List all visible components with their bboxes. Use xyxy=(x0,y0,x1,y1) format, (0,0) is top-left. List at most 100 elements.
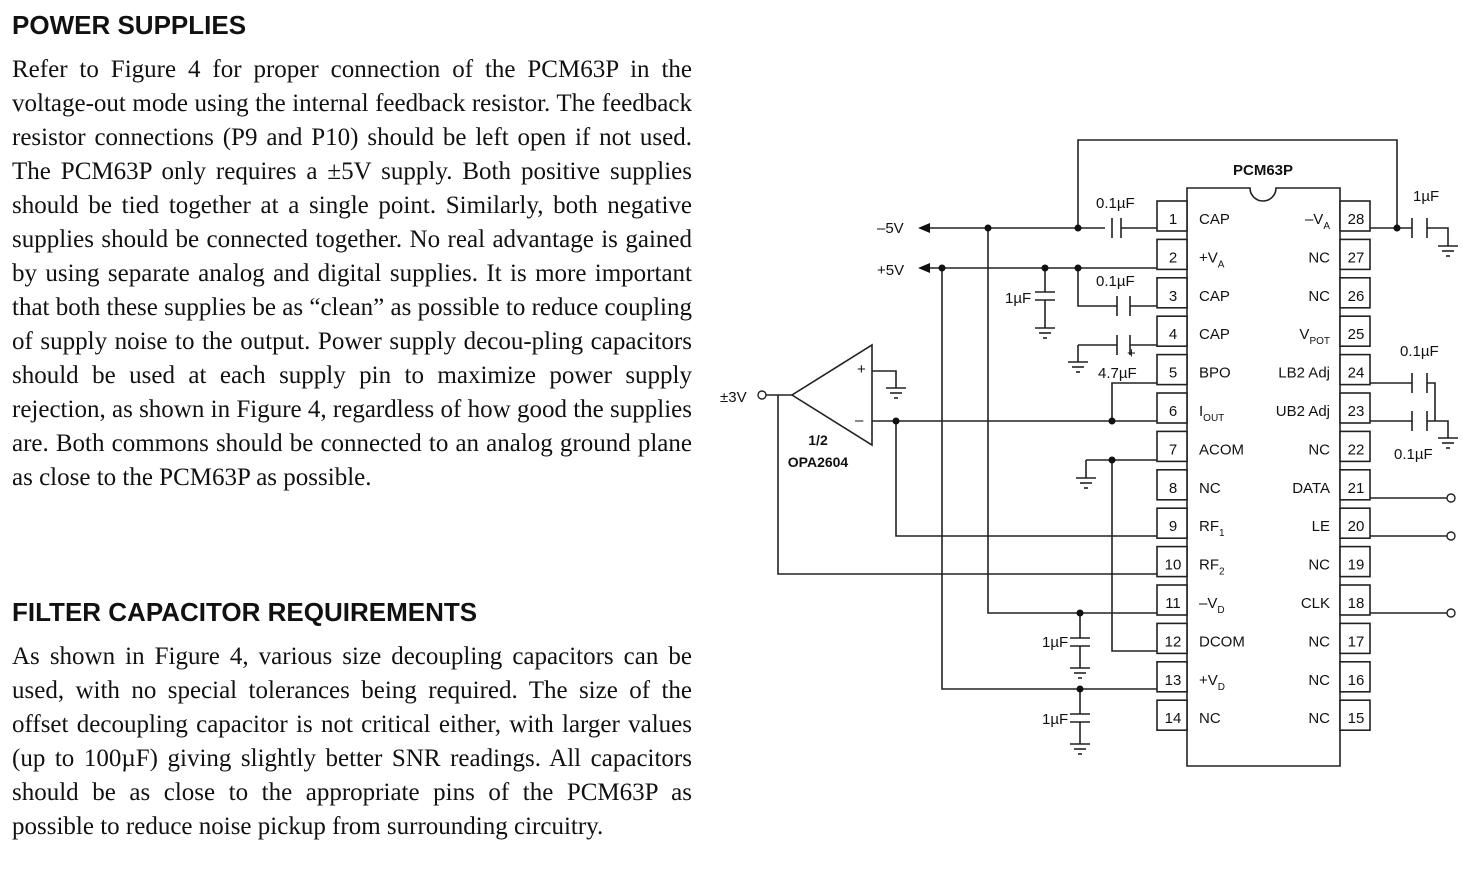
pin-11-box xyxy=(1156,584,1188,616)
pin-27-number: 27 xyxy=(1348,249,1365,266)
pin-9-label: RF1 xyxy=(1199,518,1225,539)
pin-13-box xyxy=(1156,660,1188,693)
cap-pos-supply-label: 1µF xyxy=(1005,290,1031,307)
pin-13-label-sub: D xyxy=(1218,682,1225,693)
pin-13-label: +VD xyxy=(1199,672,1225,693)
pin-2-label-sub: A xyxy=(1218,259,1225,270)
pin-24-label-main: LB2 Adj xyxy=(1278,365,1330,382)
pin-10-number: 10 xyxy=(1165,557,1182,574)
cap-vd-neg-label: 1µF xyxy=(1042,634,1068,651)
pin-4-label-main: CAP xyxy=(1199,326,1230,343)
pin-6-label: IOUT xyxy=(1199,403,1224,424)
pin-5-number: 5 xyxy=(1169,365,1177,382)
pin-8-label: NC xyxy=(1199,480,1221,497)
pin-10-box xyxy=(1156,545,1188,578)
pin-1-number: 1 xyxy=(1169,211,1177,228)
opamp-fraction: 1/2 xyxy=(808,432,828,448)
pin-20-box xyxy=(1339,507,1371,540)
pin-2-label: +VA xyxy=(1199,249,1225,270)
pin-9-label-main: RF xyxy=(1199,518,1219,535)
pin-26-number: 26 xyxy=(1348,288,1365,305)
pin-19-box xyxy=(1339,545,1371,578)
section-heading-power-supplies: POWER SUPPLIES xyxy=(12,10,247,40)
terminals xyxy=(757,390,1456,618)
pin-18-label-main: CLK xyxy=(1301,595,1330,612)
pin-25-box xyxy=(1339,315,1371,347)
pin-21-label-main: DATA xyxy=(1292,480,1330,497)
pin-7-label: ACOM xyxy=(1199,441,1244,458)
pin-18-number: 18 xyxy=(1348,595,1365,612)
pin-18-label: CLK xyxy=(1301,595,1330,612)
pin-2-box xyxy=(1156,238,1188,271)
cap-pin4-polarity: + xyxy=(1127,345,1136,362)
pin-2-label-main: +V xyxy=(1199,249,1218,266)
pin-27-label-main: NC xyxy=(1308,249,1330,266)
pin-24-box xyxy=(1339,353,1371,386)
pin-13-label-main: +V xyxy=(1199,672,1218,689)
pin-28-number: 28 xyxy=(1348,211,1365,228)
pin-18-box xyxy=(1339,584,1371,616)
junction-dots xyxy=(892,224,1401,693)
opamp-plus-label: + xyxy=(857,361,866,378)
pin-15-number: 15 xyxy=(1348,710,1365,727)
pin-27-box xyxy=(1339,238,1371,271)
cap-pin1-label: 0.1µF xyxy=(1096,195,1135,212)
opamp-name: OPA2604 xyxy=(788,454,849,470)
pin-11-label-sub: D xyxy=(1217,605,1224,616)
pin-24-label: LB2 Adj xyxy=(1278,365,1330,382)
pin-22-label: NC xyxy=(1308,441,1330,458)
pin-6-number: 6 xyxy=(1169,403,1177,420)
pin-6-label-sub: OUT xyxy=(1203,413,1224,424)
pin-14-box xyxy=(1156,699,1188,732)
pin-27-label: NC xyxy=(1308,249,1330,266)
pin-25-number: 25 xyxy=(1348,326,1365,343)
pin-10-label-sub: 2 xyxy=(1219,567,1225,578)
pin-23-label-main: UB2 Adj xyxy=(1276,403,1330,420)
schematic-labels: –5V +5V ±3V 0.1µF 0.1µF 1µF + 4.7µF 1µF … xyxy=(720,188,1439,728)
pin-1-label-main: CAP xyxy=(1199,211,1230,228)
pin-25-label-main: V xyxy=(1299,326,1309,343)
ground-symbols xyxy=(886,245,1458,755)
pin-21-box xyxy=(1339,468,1371,501)
pin-3-label-main: CAP xyxy=(1199,288,1230,305)
pin-22-label-main: NC xyxy=(1308,441,1330,458)
pin-17-box xyxy=(1339,622,1371,655)
pin-17-number: 17 xyxy=(1348,633,1365,650)
pin-20-number: 20 xyxy=(1348,518,1365,535)
section-body-filter-capacitor: As shown in Figure 4, various size decou… xyxy=(12,643,692,840)
pin-6-box xyxy=(1156,392,1188,424)
pin-3-number: 3 xyxy=(1169,288,1177,305)
pin-7-label-main: ACOM xyxy=(1199,441,1244,458)
pin-23-label: UB2 Adj xyxy=(1276,403,1330,420)
pin-3-box xyxy=(1156,277,1188,309)
pin-22-number: 22 xyxy=(1348,441,1365,458)
pin-12-label: DCOM xyxy=(1199,633,1245,650)
pin-1-label: CAP xyxy=(1199,211,1230,228)
opamp-minus-label: – xyxy=(855,412,864,429)
pin-16-label: NC xyxy=(1308,672,1330,689)
opamp-symbol: + – 1/2 OPA2604 xyxy=(788,343,873,470)
pin-11-number: 11 xyxy=(1165,595,1181,612)
pin-12-label-main: DCOM xyxy=(1199,633,1245,650)
pin-5-label-main: BPO xyxy=(1199,365,1231,382)
pin-14-number: 14 xyxy=(1165,710,1182,727)
pin-28-label: –VA xyxy=(1305,211,1330,232)
pin-2-number: 2 xyxy=(1169,249,1177,266)
cap-pin3-label: 0.1µF xyxy=(1096,273,1135,290)
pin-22-box xyxy=(1339,430,1371,463)
pin-3-label: CAP xyxy=(1199,288,1230,305)
section-body-power-supplies: Refer to Figure 4 for proper connection … xyxy=(12,56,692,491)
pin-17-label: NC xyxy=(1308,633,1330,650)
cap-vd-pos-label: 1µF xyxy=(1042,711,1068,728)
pin-14-label-main: NC xyxy=(1199,710,1221,727)
pin-19-label-main: NC xyxy=(1308,557,1330,574)
supply-pos-label: +5V xyxy=(877,262,904,279)
pin-13-number: 13 xyxy=(1165,672,1182,689)
pin-19-label: NC xyxy=(1308,557,1330,574)
pin-9-label-sub: 1 xyxy=(1219,528,1225,539)
pin-8-number: 8 xyxy=(1169,480,1177,497)
pin-28-box xyxy=(1339,200,1371,232)
pin-10-label-main: RF xyxy=(1199,557,1219,574)
pin-14-label: NC xyxy=(1199,710,1221,727)
section-heading-filter-capacitor: FILTER CAPACITOR REQUIREMENTS xyxy=(12,597,478,627)
